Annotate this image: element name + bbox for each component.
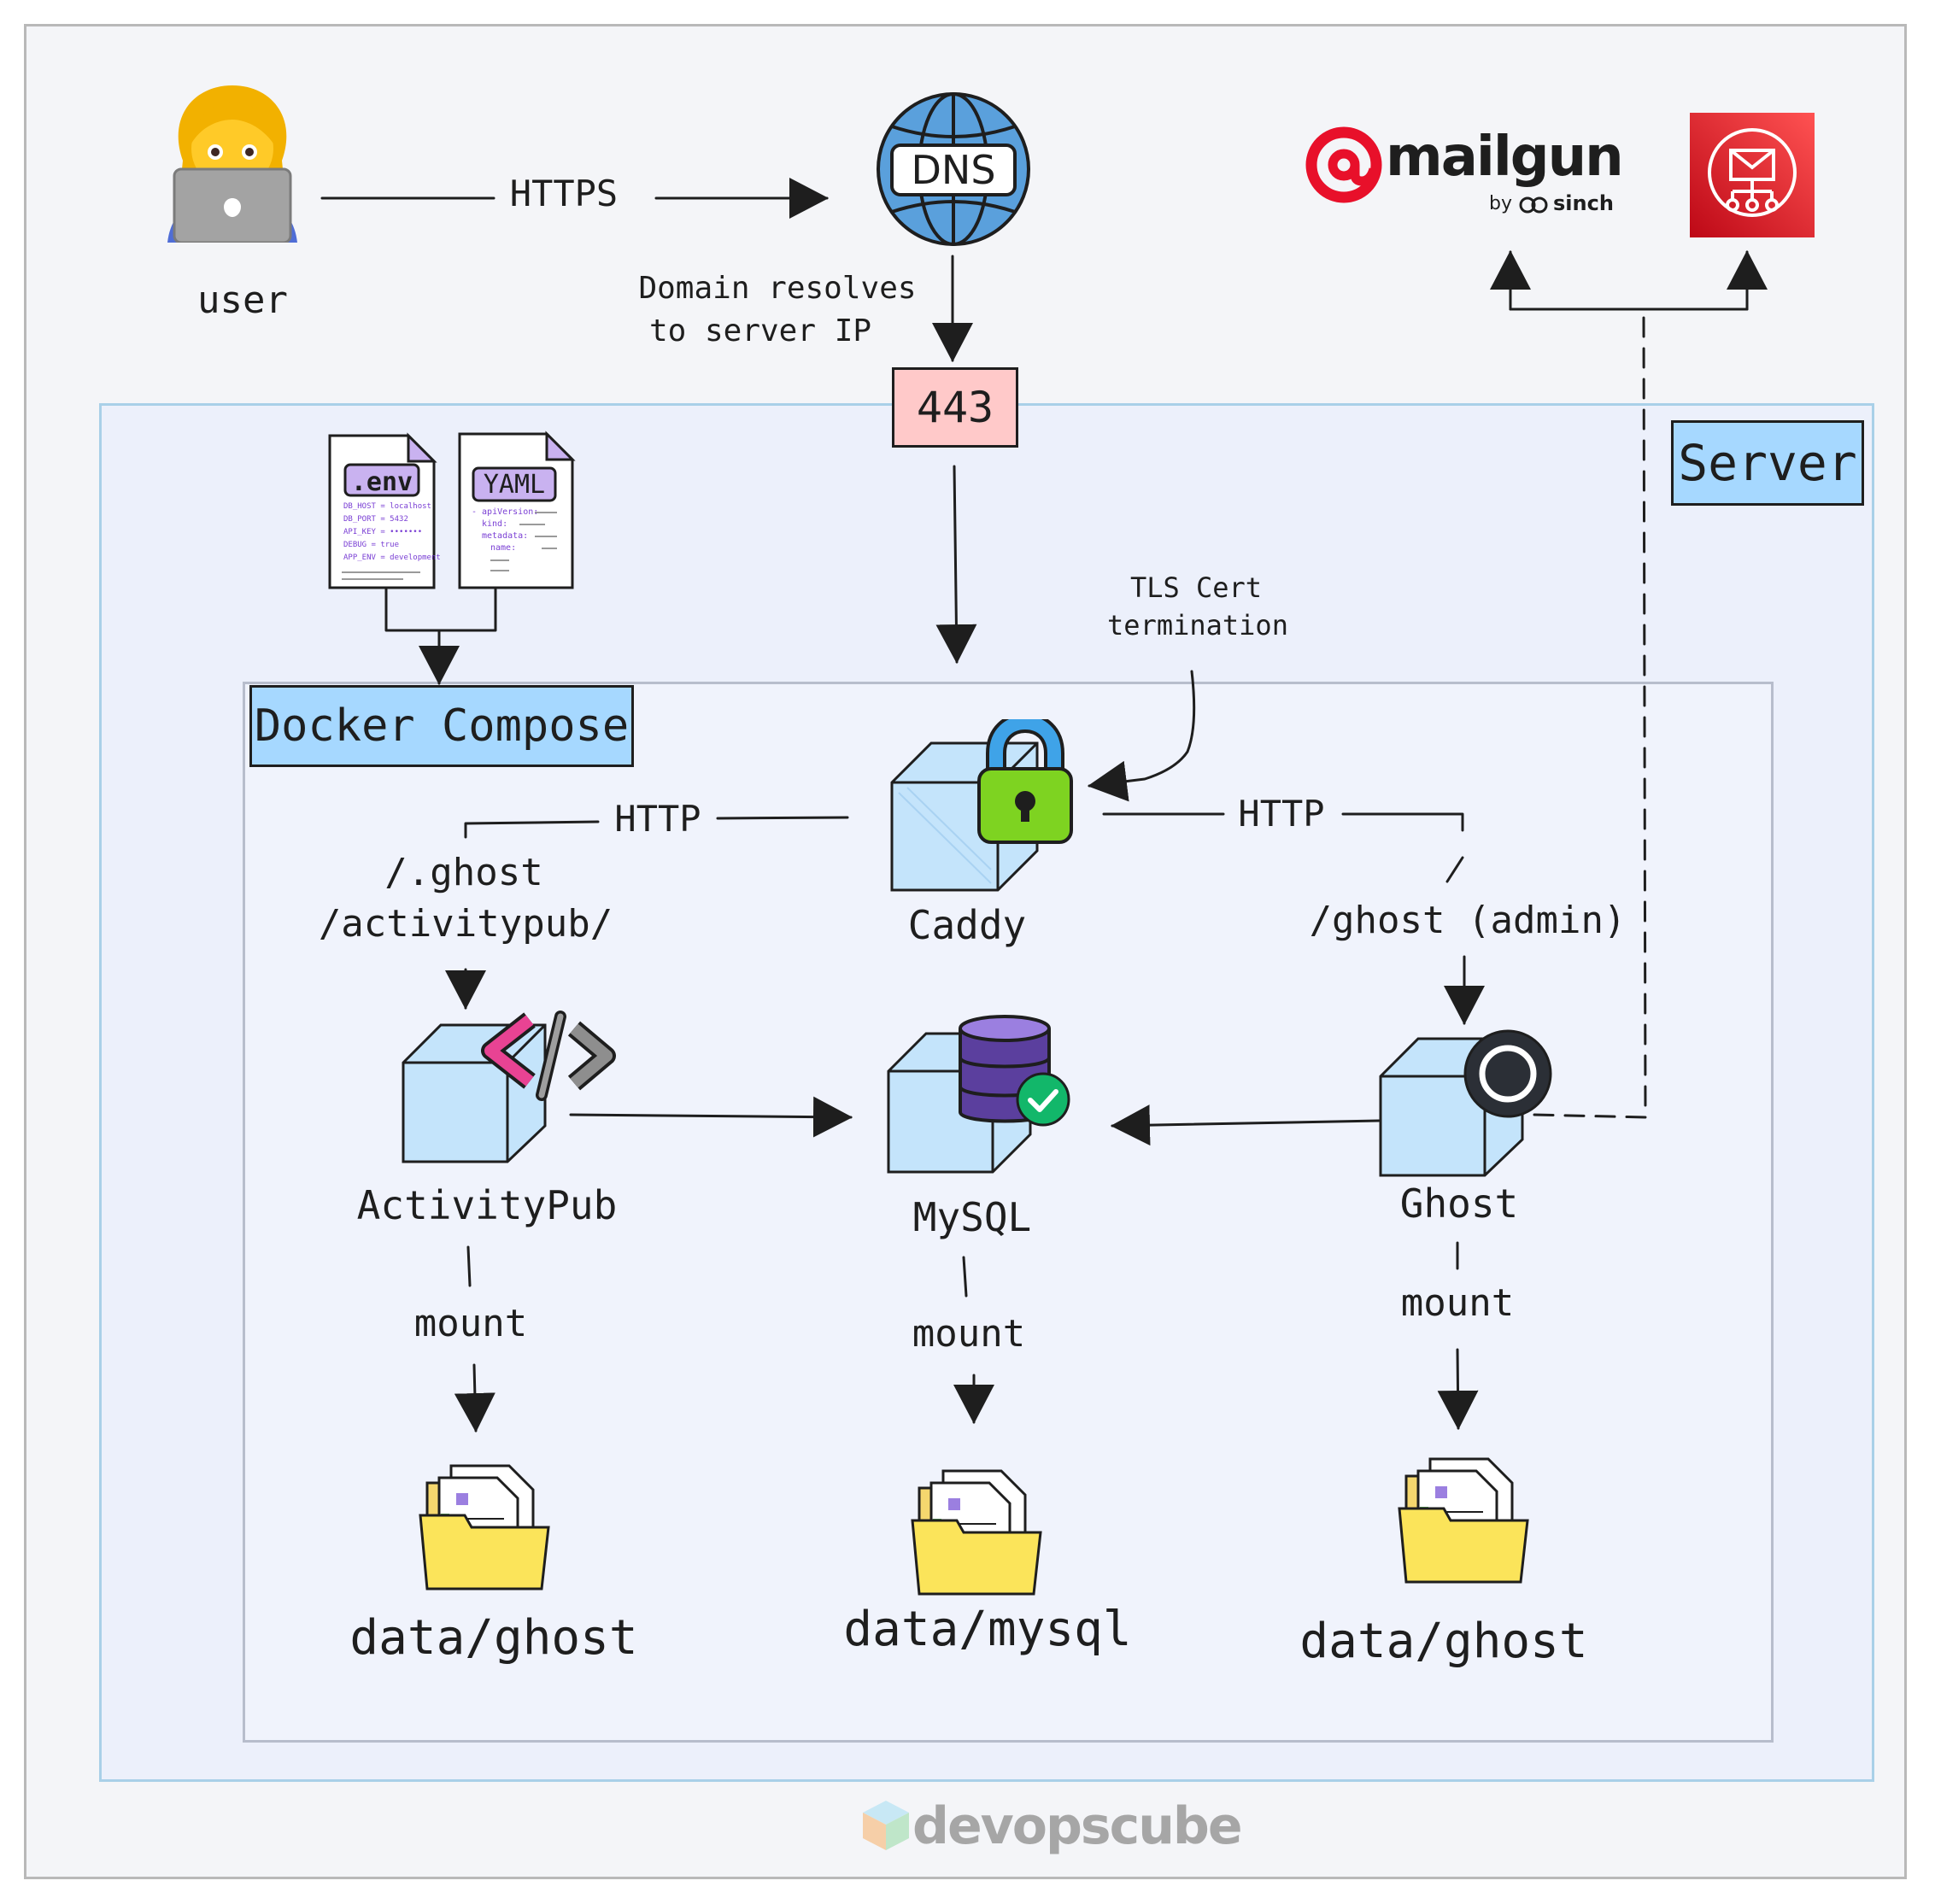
email-service-icon <box>1690 113 1815 237</box>
code-icon <box>481 1011 616 1101</box>
edge-http-right-route <box>1341 812 1464 832</box>
edge-caddy-http-left <box>716 816 849 820</box>
port-443-box: 443 <box>892 367 1018 448</box>
mysql-label: MySQL <box>912 1194 1032 1240</box>
devopscube-cube-icon <box>863 1801 909 1850</box>
server-label: Server <box>1671 420 1864 506</box>
yaml-file-title: YAML <box>483 470 546 500</box>
yaml-line: metadata: <box>482 531 529 541</box>
domain-resolves-label-1: Domain resolves <box>638 271 917 306</box>
edge-files-compose <box>384 588 497 683</box>
volume-label-3: data/ghost <box>1299 1614 1588 1669</box>
mount-label-1: mount <box>413 1302 528 1345</box>
user-label: user <box>197 278 288 322</box>
edge-route-ghost <box>1445 856 1464 883</box>
env-file-icon <box>328 432 437 589</box>
mount-label-3: mount <box>1400 1281 1515 1325</box>
env-file-title: .env <box>350 467 413 497</box>
mailgun-by: by <box>1489 193 1512 214</box>
edge-443-caddy <box>935 465 977 664</box>
env-line: DB_PORT = 5432 <box>343 515 408 524</box>
mailgun-sinch: sinch <box>1553 191 1614 215</box>
ghost-label: Ghost <box>1399 1180 1519 1227</box>
globe-icon <box>877 92 1030 246</box>
caddy-label: Caddy <box>907 902 1027 948</box>
domain-resolves-label-2: to server IP <box>648 313 872 349</box>
edge-http-left-route <box>464 820 600 839</box>
tls-label-1: TLS Cert <box>1129 571 1263 604</box>
route-ghost-label-1: /.ghost <box>384 851 543 894</box>
edge-mount-volume-1 <box>454 1363 495 1432</box>
ghost-logo-icon <box>1463 1029 1552 1118</box>
yaml-line: kind: <box>482 519 508 529</box>
yaml-file-icon <box>458 431 576 589</box>
lock-icon <box>977 719 1073 844</box>
route-admin-label: /ghost (admin) <box>1309 899 1627 942</box>
edge-ghost-mysql <box>1111 1104 1381 1146</box>
mailgun-logo-icon <box>1305 126 1382 203</box>
env-line: DB_HOST = localhost <box>343 502 431 511</box>
edge-activitypub-mount <box>466 1245 472 1287</box>
folder-icon <box>1398 1457 1529 1584</box>
edge-activitypub-mysql <box>569 1096 853 1138</box>
edge-ghost-email-dashed <box>1533 314 1647 1119</box>
folder-icon <box>911 1469 1042 1596</box>
env-line: DEBUG = true <box>343 541 400 549</box>
yaml-line: - apiVersion: <box>472 507 539 517</box>
route-ghost-label-2: /activitypub/ <box>318 902 613 946</box>
dns-label: DNS <box>911 147 996 193</box>
env-line: API_KEY = ••••••• <box>343 528 423 536</box>
http-left-label: HTTP <box>614 798 701 840</box>
env-file-lines: DB_HOST = localhost DB_PORT = 5432 API_K… <box>343 501 441 565</box>
user-laptop-icon <box>167 85 297 243</box>
http-right-label: HTTP <box>1238 793 1325 835</box>
devopscube-watermark: devopscube <box>912 1796 1243 1856</box>
yaml-file-lines: - apiVersion: kind: metadata: name: <box>472 507 538 554</box>
volume-label-1: data/ghost <box>349 1610 638 1666</box>
activitypub-label: ActivityPub <box>356 1182 618 1228</box>
tls-label-2: termination <box>1107 609 1288 642</box>
mailgun-wordmark: mailgun <box>1386 126 1624 189</box>
docker-compose-label: Docker Compose <box>249 685 634 767</box>
edge-mount-volume-3 <box>1437 1348 1479 1430</box>
yaml-line: name: <box>490 543 517 553</box>
sinch-icon <box>1519 196 1548 214</box>
mount-label-2: mount <box>912 1312 1026 1356</box>
edge-mysql-mount <box>962 1256 968 1298</box>
edge-tls-caddy <box>1088 670 1196 802</box>
folder-icon <box>419 1464 550 1591</box>
https-label: HTTPS <box>509 173 619 214</box>
env-line: APP_ENV = development <box>343 554 441 562</box>
volume-label-2: data/mysql <box>843 1602 1132 1657</box>
check-icon <box>1016 1072 1070 1127</box>
